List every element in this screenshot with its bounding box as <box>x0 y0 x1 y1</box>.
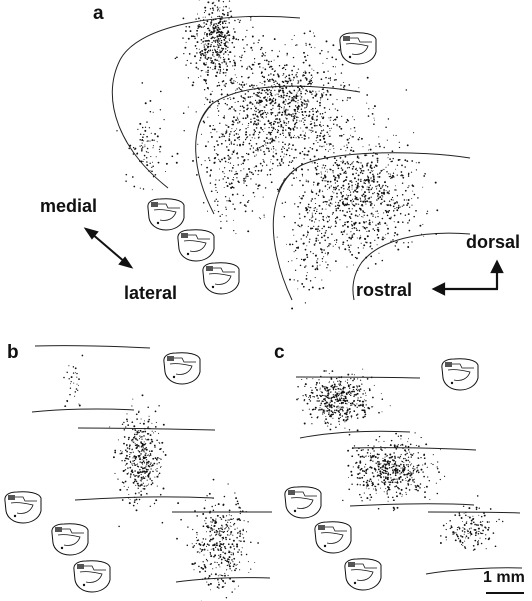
brain-section-thumbnails <box>5 33 478 592</box>
thumb-c-top <box>442 359 478 390</box>
panel-b-section-1-top <box>35 346 150 348</box>
panel-b-section-1-bottom <box>32 409 134 412</box>
thumb-b-2 <box>52 524 88 555</box>
stipple-a2-edge <box>196 99 283 234</box>
rostral-dorsal-arrow <box>434 262 502 294</box>
dorsal-label: dorsal <box>466 233 520 251</box>
rostral-label: rostral <box>356 281 412 299</box>
stipple-c3 <box>440 495 503 551</box>
medial-lateral-arrow <box>86 229 131 267</box>
panel-b-section-2-bottom <box>75 497 214 500</box>
thumb-a-top <box>340 33 376 64</box>
scale-bar-label: 1 mm <box>483 570 525 586</box>
lateral-label: lateral <box>124 284 177 302</box>
stipple-b2 <box>109 394 166 527</box>
thumb-b-1 <box>5 492 41 523</box>
panel-c-letter: c <box>274 343 285 362</box>
stipple-b1 <box>63 355 83 407</box>
thumb-c-2 <box>315 522 351 553</box>
panel-a-letter: a <box>93 4 104 23</box>
thumb-b-3 <box>74 561 110 592</box>
stipple-a1 <box>175 0 263 102</box>
thumb-c-1 <box>285 487 321 518</box>
panel-b-section-2-top <box>78 428 215 430</box>
panel-c-section-1-bottom <box>300 431 410 438</box>
thumb-a-1 <box>148 199 184 230</box>
panel-a-sections <box>112 16 470 300</box>
panel-c-section-3-top <box>428 512 520 513</box>
thumb-a-3 <box>203 263 239 294</box>
stipple-c2 <box>342 432 445 511</box>
stipple-a1-edge <box>116 82 185 190</box>
thumb-b-top <box>164 353 200 384</box>
thumb-a-2 <box>178 230 214 261</box>
panel-c-section-2-bottom <box>350 504 474 506</box>
thumb-c-3 <box>345 559 381 590</box>
medial-label: medial <box>40 197 97 215</box>
stipple-c1 <box>296 369 391 436</box>
panel-c-section-2-top <box>352 448 476 450</box>
panel-c-section-1-top <box>296 377 420 378</box>
panel-b-letter: b <box>7 343 19 362</box>
